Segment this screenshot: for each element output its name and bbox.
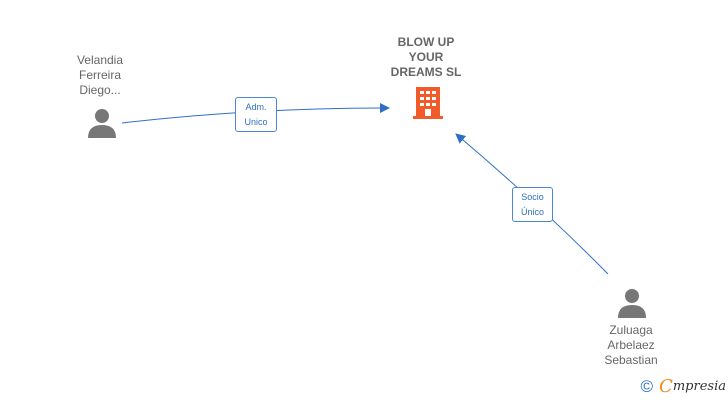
- person-icon[interactable]: [617, 288, 647, 318]
- person-name-line: Velandia: [76, 53, 124, 67]
- brand-name: mpresia: [672, 379, 726, 394]
- company-name-line: YOUR: [408, 50, 444, 64]
- company-name-line: DREAMS SL: [390, 65, 462, 79]
- relation-label-socio-unico[interactable]: Socio Único: [512, 187, 553, 222]
- copyright-icon: ©: [640, 377, 654, 396]
- person-name-line: Sebastian: [604, 353, 658, 367]
- relation-label-line: Unico: [244, 117, 268, 127]
- person-name-line: Zuluaga: [609, 323, 653, 337]
- relation-label-line: Socio: [521, 192, 544, 202]
- company-name-line: BLOW UP: [397, 35, 455, 49]
- person-name-velandia[interactable]: Velandia Ferreira Diego...: [55, 53, 145, 98]
- person-name-line: Arbelaez: [607, 338, 655, 352]
- relation-label-line: Único: [520, 207, 544, 217]
- brand-initial: C: [659, 376, 673, 397]
- person-name-line: Diego...: [79, 83, 121, 97]
- building-icon[interactable]: [413, 86, 443, 120]
- relation-label-line: Adm.: [245, 102, 267, 112]
- relation-label-adm-unico[interactable]: Adm. Unico: [235, 97, 277, 132]
- person-name-line: Ferreira: [78, 68, 121, 82]
- empresia-watermark: © C mpresia: [641, 378, 726, 396]
- person-name-zuluaga[interactable]: Zuluaga Arbelaez Sebastian: [586, 323, 676, 368]
- person-icon[interactable]: [87, 108, 117, 138]
- company-name[interactable]: BLOW UP YOUR DREAMS SL: [375, 35, 477, 80]
